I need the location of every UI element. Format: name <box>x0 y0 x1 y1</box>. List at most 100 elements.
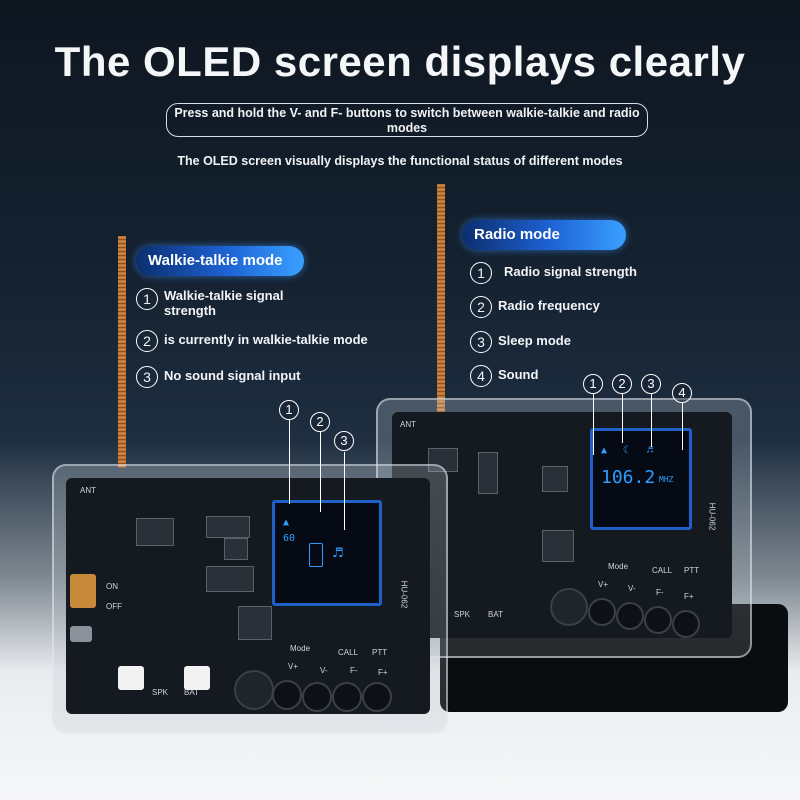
vplus-button[interactable] <box>272 680 302 710</box>
radio-item-text: Sound <box>498 367 539 382</box>
callout-2: 2 <box>612 374 632 394</box>
number-icon: 4 <box>470 365 492 387</box>
callout-3: 3 <box>641 374 661 394</box>
radio-mode-title: Radio mode <box>474 226 560 243</box>
walkie-device-pcb: ANT ON OFF ▲ 60 ♬ Mode CALL PTT HU-062 S… <box>66 478 430 714</box>
model-label: HU-062 <box>399 580 409 609</box>
callout-line <box>593 393 594 455</box>
number-icon: 2 <box>470 296 492 318</box>
off-label: OFF <box>106 602 122 611</box>
model-label: HU-062 <box>707 502 717 531</box>
callout-line <box>622 393 623 443</box>
number-icon: 3 <box>470 331 492 353</box>
chip <box>238 606 272 640</box>
fplus-label: F+ <box>378 668 388 677</box>
call-label: CALL <box>652 566 673 575</box>
callout-line <box>320 432 321 512</box>
walkie-mode-pill: Walkie-talkie mode <box>136 246 304 276</box>
spk-label: SPK <box>454 610 471 619</box>
walkie-list-2: 2 is currently in walkie-talkie mode <box>136 330 416 352</box>
callout-line <box>682 402 683 450</box>
speaker-connector <box>118 666 144 690</box>
ant-label: ANT <box>80 486 96 495</box>
mode-label: Mode <box>290 644 311 653</box>
callout-2: 2 <box>310 412 330 432</box>
callout-line <box>651 393 652 447</box>
vplus-label: V+ <box>598 580 609 589</box>
walkie-item-text: No sound signal input <box>164 368 301 383</box>
walkie-item-text: Walkie-talkie signal strength <box>164 288 284 318</box>
radio-item-2: 2 Radio frequency <box>470 296 690 318</box>
ptt-label: PTT <box>684 566 700 575</box>
mode-label: Mode <box>608 562 629 571</box>
ptt-label: PTT <box>372 648 388 657</box>
walkie-list: 1 Walkie-talkie signal strength <box>136 288 336 318</box>
fminus-label: F- <box>350 666 358 675</box>
walkie-item-text: is currently in walkie-talkie mode <box>164 332 368 347</box>
chip <box>224 538 248 560</box>
vplus-label: V+ <box>288 662 299 671</box>
chip <box>542 530 574 562</box>
chip <box>478 452 498 494</box>
microphone <box>234 670 274 710</box>
bat-label: BAT <box>184 688 199 697</box>
number-icon: 2 <box>136 330 158 352</box>
chip <box>136 518 174 546</box>
instruction-box: Press and hold the V- and F- buttons to … <box>166 103 648 137</box>
vplus-button[interactable] <box>588 598 616 626</box>
walkie-item-2: 2 is currently in walkie-talkie mode <box>136 330 416 352</box>
walkie-item-3: 3 No sound signal input <box>136 366 416 388</box>
fplus-button[interactable] <box>362 682 392 712</box>
callout-4: 4 <box>672 383 692 403</box>
walkie-list-3: 3 No sound signal input <box>136 366 416 388</box>
radio-device-pcb: ANT ▲ ☾ ♬ 106.2 MHZ Mode CALL PTT HU-062… <box>392 412 732 638</box>
vminus-label: V- <box>628 584 636 593</box>
fminus-button[interactable] <box>332 682 362 712</box>
callout-line <box>344 452 345 530</box>
bat-label: BAT <box>488 610 503 619</box>
frequency-unit: MHZ <box>659 475 674 484</box>
power-switch[interactable] <box>70 574 96 608</box>
callout-3: 3 <box>334 431 354 451</box>
ant-label: ANT <box>400 420 416 429</box>
callout-1: 1 <box>279 400 299 420</box>
on-label: ON <box>106 582 118 591</box>
radio-item-text: Radio frequency <box>498 298 600 313</box>
walkie-mode-title: Walkie-talkie mode <box>148 252 283 269</box>
signal-value: 60 <box>283 533 296 544</box>
vminus-button[interactable] <box>616 602 644 630</box>
spk-label: SPK <box>152 688 169 697</box>
fminus-button[interactable] <box>644 606 672 634</box>
fplus-button[interactable] <box>672 610 700 638</box>
walkie-item-1: 1 Walkie-talkie signal strength <box>136 288 336 318</box>
radio-frequency: 106.2 <box>601 467 656 488</box>
chip <box>542 466 568 492</box>
vminus-button[interactable] <box>302 682 332 712</box>
radio-item-text: Radio signal strength <box>504 264 637 279</box>
headline: The OLED screen displays clearly <box>54 38 746 85</box>
callout-line <box>289 420 290 504</box>
sleep-icon: ☾ <box>623 445 630 456</box>
radio-item-1: 1 Radio signal strength <box>470 262 690 284</box>
mute-icon: ♬ <box>333 543 343 562</box>
fplus-label: F+ <box>684 592 694 601</box>
subcaption: The OLED screen visually displays the fu… <box>177 154 623 168</box>
walkie-oled-screen: ▲ 60 ♬ <box>272 500 382 606</box>
radio-oled-screen: ▲ ☾ ♬ 106.2 MHZ <box>590 428 692 530</box>
radio-item-text: Sleep mode <box>498 333 571 348</box>
walkie-antenna <box>118 236 126 468</box>
radio-antenna <box>437 184 445 412</box>
radio-item-4: 4 Sound <box>470 365 690 387</box>
chip <box>206 516 250 538</box>
battery-connector <box>184 666 210 690</box>
speaker-icon: ♬ <box>647 445 654 456</box>
radio-mode-pill: Radio mode <box>462 220 626 250</box>
number-icon: 1 <box>136 288 158 310</box>
usb-port <box>70 626 92 642</box>
number-icon: 1 <box>470 262 492 284</box>
signal-icon: ▲ <box>601 445 608 456</box>
radio-item-3: 3 Sleep mode <box>470 331 690 353</box>
callout-1: 1 <box>583 374 603 394</box>
chip <box>206 566 254 592</box>
walkie-talkie-icon <box>309 543 323 567</box>
